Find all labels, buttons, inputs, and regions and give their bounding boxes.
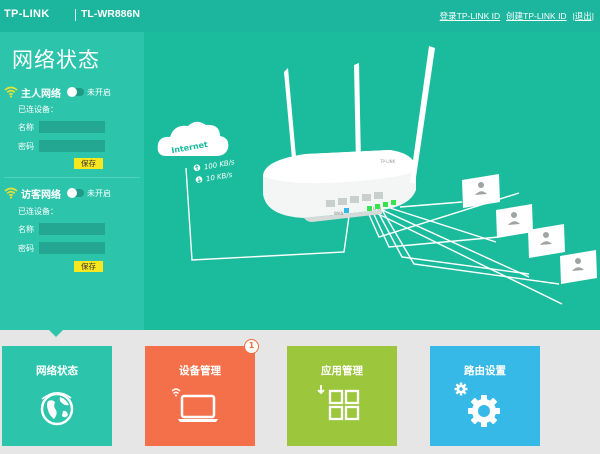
logout-link[interactable]: |退出| xyxy=(572,11,594,21)
laptop-icon xyxy=(172,388,218,422)
logo-separator xyxy=(75,9,76,21)
lan-port-light-3 xyxy=(383,202,388,207)
lan-port-light-4 xyxy=(391,200,396,205)
tile-app-management[interactable]: 应用管理 xyxy=(287,346,397,446)
guest-network-state: 未开启 xyxy=(87,188,111,198)
guest-ssid-input[interactable] xyxy=(39,223,105,235)
guest-name-label: 名称 xyxy=(18,225,34,234)
client-device-3 xyxy=(528,224,565,258)
main-password-label: 密码 xyxy=(18,142,34,151)
tile-network-status[interactable]: 网络状态 xyxy=(2,346,112,446)
tile-label: 网络状态 xyxy=(36,365,78,377)
create-tplink-id-link[interactable]: 创建TP-LINK ID xyxy=(506,11,567,21)
tile-label: 设备管理 xyxy=(179,365,221,377)
network-status-sidebar: 网络状态 主人网络 未开启 已连设备： 名称 密码 保存 访客网络 未开启 已连… xyxy=(0,32,144,330)
apps-grid-icon xyxy=(317,385,360,421)
guest-password-input[interactable] xyxy=(39,242,105,254)
guest-password-label: 密码 xyxy=(18,244,34,253)
network-topology-area: Internet 100 KB/s 10 KB/s WAN xyxy=(144,32,600,330)
lan-cable-2 xyxy=(371,209,500,248)
wan-port-light xyxy=(344,208,349,213)
main-network-name: 主人网络 xyxy=(21,88,61,100)
main-ssid-input[interactable] xyxy=(39,121,105,133)
router-brand-label: TP-LINK xyxy=(379,159,396,164)
brand-logo: TP-LINK xyxy=(4,8,50,20)
download-speed: 10 KB/s xyxy=(205,171,233,184)
section-divider xyxy=(4,177,140,178)
speed-stats: 100 KB/s 10 KB/s xyxy=(193,158,236,184)
client-device-1 xyxy=(462,174,500,208)
page-title: 网络状态 xyxy=(12,48,100,72)
router-wan-port-label: WAN xyxy=(334,211,343,216)
lan-port-light-1 xyxy=(367,206,372,211)
guest-save-button[interactable]: 保存 xyxy=(74,261,103,272)
wan-cable xyxy=(185,167,350,261)
client-device-2 xyxy=(496,204,533,238)
main-network-state: 未开启 xyxy=(87,87,111,97)
main-save-button[interactable]: 保存 xyxy=(74,158,103,169)
tile-label: 路由设置 xyxy=(464,365,506,377)
tile-device-management[interactable]: 1 设备管理 xyxy=(145,339,259,446)
lan-cable-1 xyxy=(366,192,520,238)
tile-router-settings[interactable]: 路由设置 xyxy=(430,346,540,446)
wifi-icon xyxy=(4,187,18,199)
notification-badge: 1 xyxy=(244,339,259,354)
router-device: WAN LAN TP-LINK xyxy=(263,46,435,222)
main-connected-devices-label: 已连设备： xyxy=(18,105,58,114)
account-links: 登录TP-LINK ID 创建TP-LINK ID |退出| xyxy=(440,10,594,22)
client-device-4 xyxy=(560,250,597,284)
upload-speed: 100 KB/s xyxy=(203,158,235,171)
active-tab-pointer xyxy=(49,330,63,337)
main-password-input[interactable] xyxy=(39,140,105,152)
top-bar: TP-LINK TL-WR886N 登录TP-LINK ID 创建TP-LINK … xyxy=(0,0,600,32)
topology-diagram: Internet 100 KB/s 10 KB/s WAN xyxy=(157,46,597,305)
guest-connected-devices-label: 已连设备： xyxy=(18,207,58,216)
guest-network-name: 访客网络 xyxy=(21,189,61,201)
globe-icon xyxy=(40,392,74,426)
login-tplink-id-link[interactable]: 登录TP-LINK ID xyxy=(439,11,501,21)
internet-cloud-icon: Internet xyxy=(157,121,229,156)
main-network-toggle[interactable] xyxy=(67,87,84,97)
model-name: TL-WR886N xyxy=(81,8,140,20)
lan-port-light-2 xyxy=(375,204,380,209)
guest-network-toggle[interactable] xyxy=(67,188,84,198)
tile-label: 应用管理 xyxy=(321,365,363,377)
wifi-icon xyxy=(4,86,18,98)
settings-gears-icon xyxy=(454,382,500,427)
main-name-label: 名称 xyxy=(18,123,34,132)
main-network-header: 主人网络 未开启 xyxy=(4,84,111,100)
guest-network-header: 访客网络 未开启 xyxy=(4,185,111,201)
